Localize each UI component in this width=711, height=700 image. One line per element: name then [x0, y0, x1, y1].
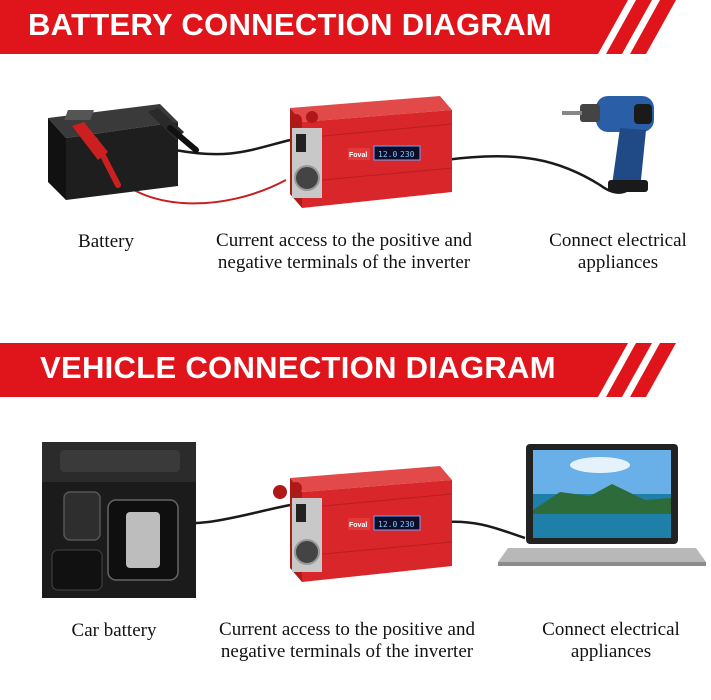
- caption-appliances-line-1: Connect electrical: [549, 230, 687, 251]
- inverter-brand-label: Foval: [349, 522, 367, 529]
- caption-inverter-line-2: negative terminals of the inverter: [217, 252, 471, 273]
- battery-diagram-banner: BATTERY CONNECTION DIAGRAM: [0, 0, 711, 54]
- caption-inverter-line-1: Current access to the positive and: [216, 230, 472, 251]
- car-battery-icon: [48, 104, 199, 200]
- caption-appliances-vehicle: Connect electrical appliances: [521, 619, 701, 663]
- inverter-display-output: 230: [400, 150, 415, 159]
- banner-background: [0, 343, 676, 397]
- inverter-display-output: 230: [400, 520, 415, 529]
- caption-appliances: Connect electrical appliances: [528, 230, 708, 274]
- caption-battery-text: Battery: [78, 231, 134, 252]
- caption-car-battery: Car battery: [50, 620, 178, 642]
- laptop-icon: [498, 444, 706, 566]
- caption-inverter-line-1: Current access to the positive and: [219, 619, 475, 640]
- caption-inverter-terminals: Current access to the positive and negat…: [194, 230, 494, 274]
- caption-appliances-line-2: appliances: [570, 641, 652, 662]
- caption-car-battery-text: Car battery: [71, 620, 157, 641]
- caption-inverter-line-2: negative terminals of the inverter: [220, 641, 474, 662]
- inverter-display-volts: 12.0: [378, 520, 397, 529]
- power-inverter-icon: [290, 96, 453, 208]
- inverter-brand-label: Foval: [349, 152, 367, 159]
- car-interior-icon: [42, 442, 196, 598]
- vehicle-diagram-banner: VEHICLE CONNECTION DIAGRAM: [0, 343, 711, 397]
- battery-connection-scene: Foval 12.0 230: [48, 96, 654, 208]
- caption-appliances-line-2: appliances: [577, 252, 659, 273]
- caption-appliances-line-1: Connect electrical: [542, 619, 680, 640]
- banner-background: [0, 0, 676, 54]
- vehicle-diagram-title: VEHICLE CONNECTION DIAGRAM: [40, 350, 556, 385]
- battery-diagram-title: BATTERY CONNECTION DIAGRAM: [28, 7, 552, 42]
- inverter-display-volts: 12.0: [378, 150, 397, 159]
- power-inverter-icon: [273, 466, 453, 582]
- power-drill-icon: [562, 96, 654, 192]
- caption-battery: Battery: [56, 231, 156, 253]
- caption-inverter-terminals-vehicle: Current access to the positive and negat…: [197, 619, 497, 663]
